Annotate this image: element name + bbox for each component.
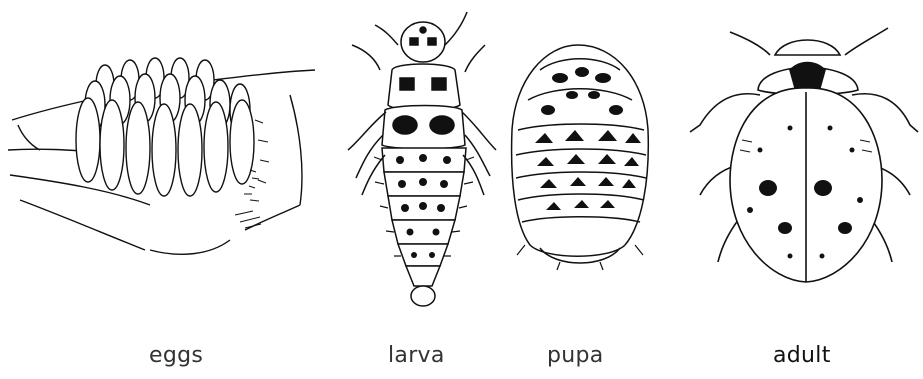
eggs-label: eggs (149, 343, 203, 368)
larva-label: larva (388, 343, 445, 368)
pupa-illustration (512, 45, 649, 270)
adult-illustration (690, 28, 918, 282)
pupa-label: pupa (547, 343, 604, 368)
larva-illustration (348, 12, 496, 306)
adult-label: adult (773, 343, 831, 368)
eggs-illustration (8, 58, 315, 254)
